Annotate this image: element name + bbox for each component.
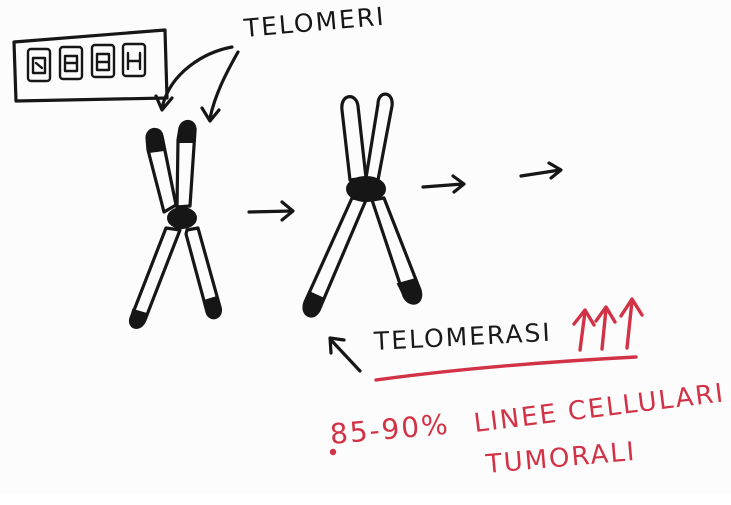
bottom-strip [0, 494, 731, 505]
telomerasi-underline [376, 357, 636, 380]
telomeri-pointer-arrows [156, 47, 238, 121]
progress-arrow-1 [249, 202, 293, 220]
increase-arrows [574, 299, 642, 350]
progress-arrow-3 [521, 163, 561, 178]
progress-arrow-2 [423, 176, 464, 192]
chromosome-long-telomeres [131, 122, 221, 328]
chromosome-short-telomeres [304, 94, 421, 316]
boxed-logo [14, 30, 167, 101]
telomerasi-pointer-arrow [330, 338, 360, 371]
